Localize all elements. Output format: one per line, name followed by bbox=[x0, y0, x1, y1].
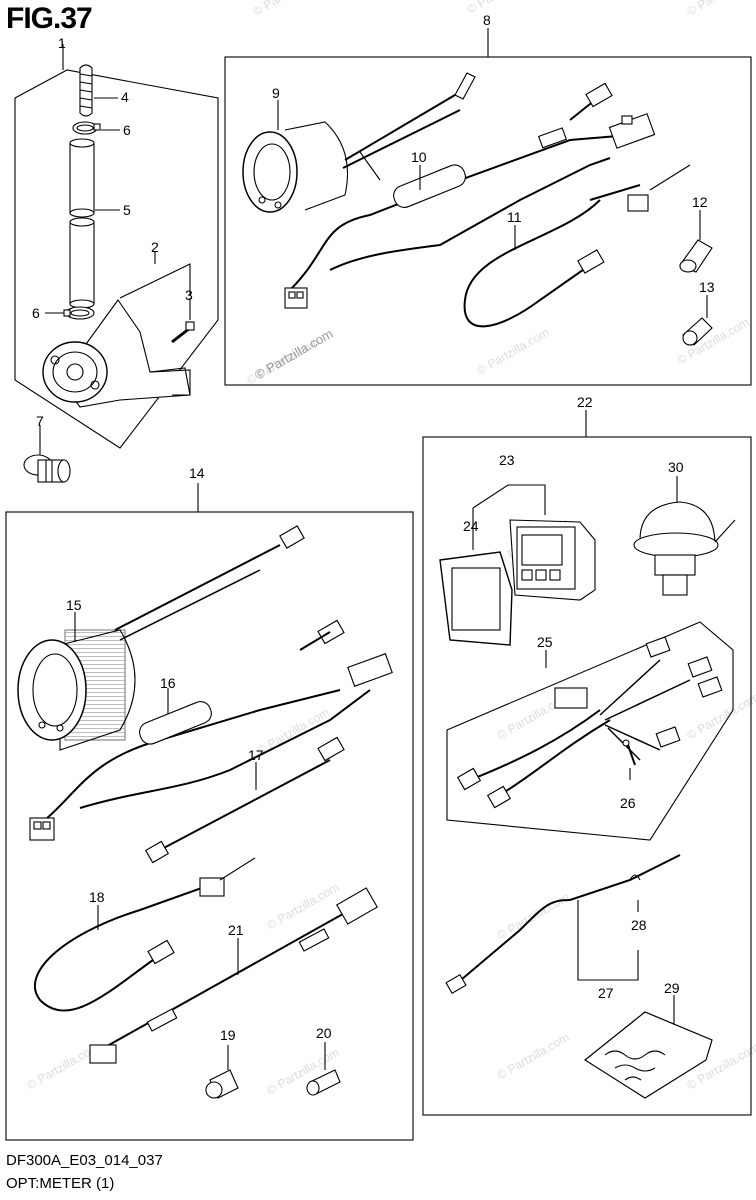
terminator-icon bbox=[306, 1069, 341, 1096]
group-14-tach-set bbox=[5, 483, 414, 1141]
plug-icon bbox=[23, 425, 71, 483]
group-22-frame bbox=[422, 436, 752, 1116]
group-1-frame bbox=[14, 69, 219, 449]
callout-10: 10 bbox=[411, 149, 427, 165]
watermark-text: © Partzilla.com bbox=[685, 690, 756, 743]
callout-labels: 1 2 3 4 5 6 6 7 8 9 10 11 12 13 14 15 16… bbox=[32, 12, 715, 1043]
callout-23: 23 bbox=[499, 452, 515, 468]
callout-12: 12 bbox=[692, 194, 708, 210]
callout-16: 16 bbox=[160, 675, 176, 691]
leader-2 bbox=[119, 263, 191, 299]
figure-name: OPT:METER (1) bbox=[6, 1175, 115, 1192]
pitot-tube-tip-icon bbox=[79, 64, 93, 117]
pitot-hose-icon bbox=[69, 138, 95, 309]
screw-icon bbox=[171, 321, 195, 344]
parts-bag-icon bbox=[583, 1011, 713, 1099]
callout-14: 14 bbox=[189, 465, 205, 481]
callout-26: 26 bbox=[620, 795, 636, 811]
callout-21: 21 bbox=[228, 922, 244, 938]
callout-28: 28 bbox=[631, 917, 647, 933]
callout-25: 25 bbox=[537, 634, 553, 650]
callout-19: 19 bbox=[220, 1027, 236, 1043]
callout-2: 2 bbox=[151, 239, 159, 255]
callout-27: 27 bbox=[598, 985, 614, 1001]
callout-6-lower: 6 bbox=[32, 305, 40, 321]
leader-27 bbox=[577, 900, 639, 981]
group-14-frame bbox=[5, 511, 414, 1141]
connector-cap-icon bbox=[679, 239, 713, 273]
tachometer-icon bbox=[17, 629, 136, 751]
group-1-speedo-pickup bbox=[14, 44, 219, 449]
watermark-text: © Partzilla.com bbox=[495, 1030, 572, 1083]
callout-13: 13 bbox=[699, 279, 715, 295]
group-8-frame bbox=[224, 56, 752, 386]
callout-6-upper: 6 bbox=[123, 122, 131, 138]
harness-subframe bbox=[446, 621, 734, 841]
watermark-text: © Partzilla.com bbox=[265, 1045, 342, 1098]
callout-24: 24 bbox=[463, 518, 479, 534]
callout-18: 18 bbox=[89, 889, 105, 905]
terminator-icon bbox=[205, 1069, 239, 1099]
callout-8: 8 bbox=[483, 12, 491, 28]
callout-15: 15 bbox=[66, 597, 82, 613]
watermark-text: © Partzilla.com bbox=[265, 880, 342, 933]
callout-17: 17 bbox=[248, 747, 264, 763]
callout-11: 11 bbox=[507, 209, 522, 225]
figure-title: FIG.37 bbox=[6, 2, 93, 35]
callout-20: 20 bbox=[316, 1025, 332, 1041]
callout-22: 22 bbox=[577, 394, 593, 410]
callout-1: 1 bbox=[58, 35, 66, 51]
display-unit-icon bbox=[509, 519, 596, 601]
watermark-text: © Partzilla.com bbox=[475, 325, 552, 378]
callout-29: 29 bbox=[664, 980, 680, 996]
gauge-icon bbox=[242, 121, 348, 213]
connector-cap-icon bbox=[682, 317, 713, 346]
callout-4: 4 bbox=[121, 89, 129, 105]
callout-7: 7 bbox=[36, 413, 44, 429]
leader-23 bbox=[472, 484, 546, 515]
group-22-display-set bbox=[422, 410, 752, 1116]
watermark-text: © Partzilla.com bbox=[252, 326, 335, 383]
group-8-gauge-set bbox=[224, 28, 752, 386]
watermark-text: © Partzilla.com bbox=[251, 0, 328, 19]
callout-5: 5 bbox=[123, 202, 131, 218]
pitot-housing-icon bbox=[42, 299, 191, 408]
harness-screw-icon bbox=[622, 739, 636, 766]
callout-3: 3 bbox=[185, 287, 193, 303]
watermark-text: © Partzilla.com bbox=[465, 0, 542, 17]
callout-9: 9 bbox=[272, 85, 280, 101]
hose-clamp-icon bbox=[63, 306, 95, 320]
display-cover-icon bbox=[439, 551, 513, 646]
watermark-text: © Partzilla.com bbox=[685, 0, 756, 19]
hose-clamp-icon bbox=[72, 121, 101, 135]
gps-antenna-icon bbox=[633, 501, 736, 596]
figure-code: DF300A_E03_014_037 bbox=[6, 1152, 163, 1169]
callout-30: 30 bbox=[668, 459, 684, 475]
